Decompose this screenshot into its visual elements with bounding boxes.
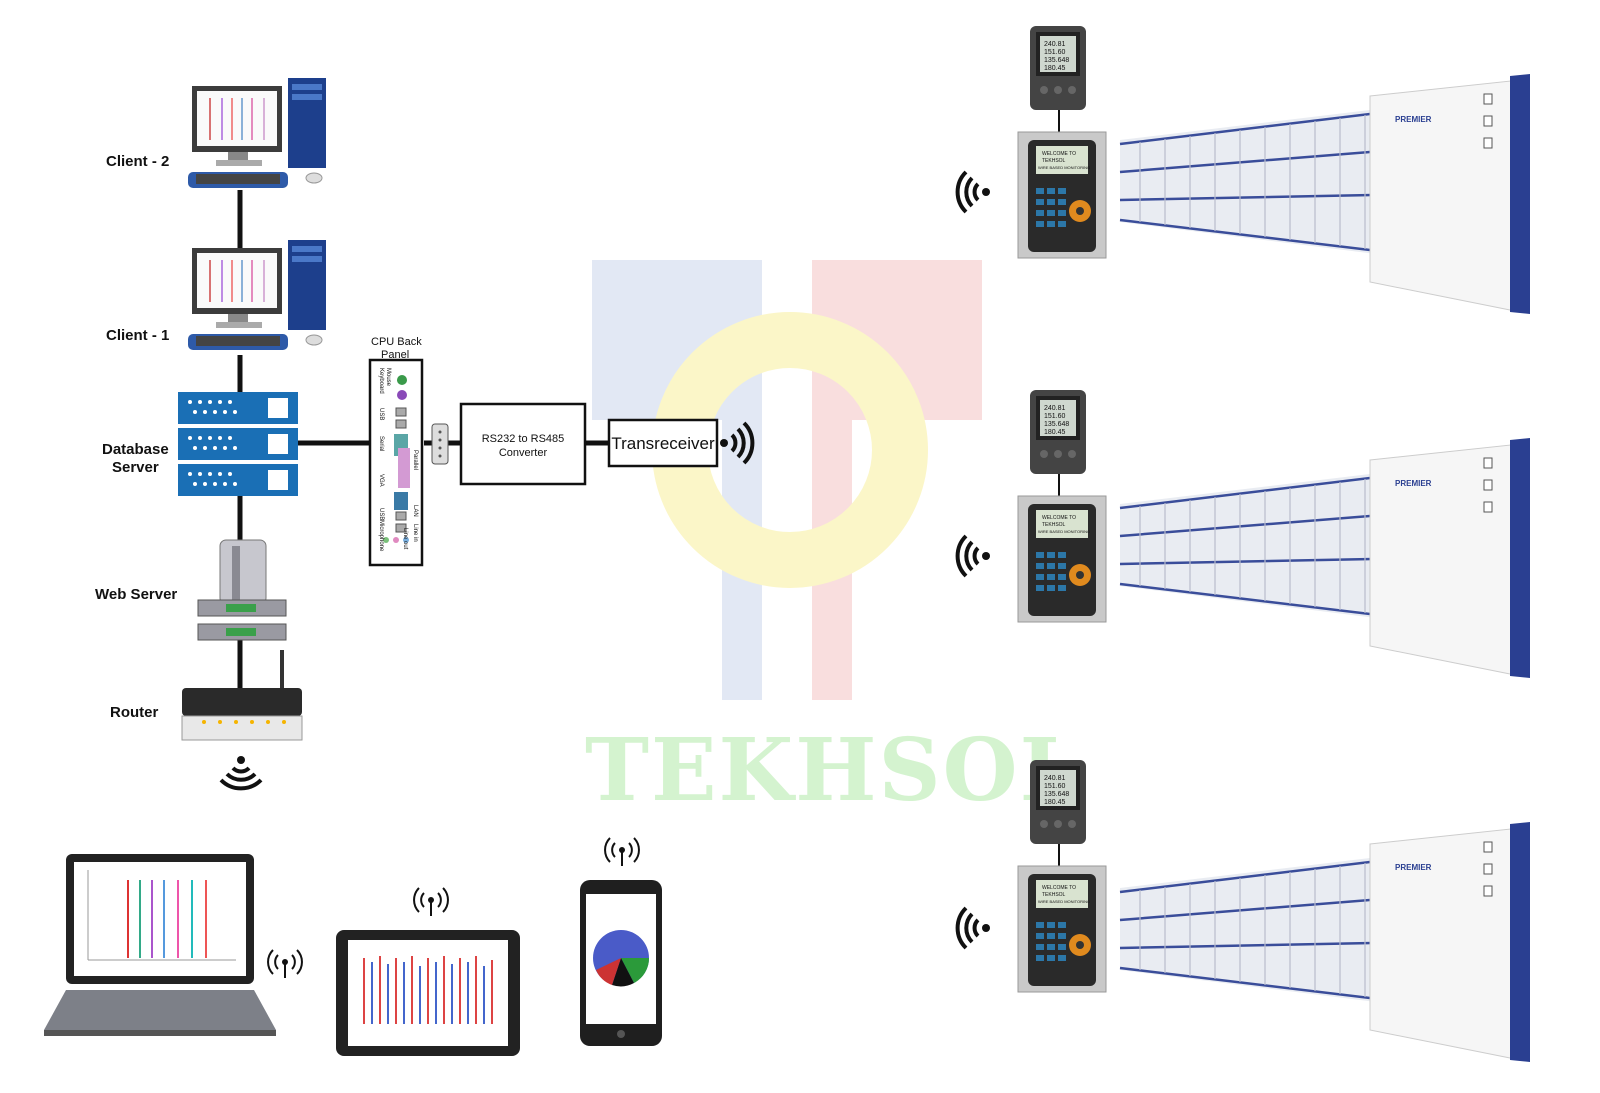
cpu-back-panel [368, 358, 424, 567]
port-line-in-label: Line in [412, 524, 418, 542]
laptop-icon [44, 854, 276, 1036]
machine-brand-1: PREMIER [1395, 115, 1432, 124]
laptop-antenna-icon [267, 949, 303, 979]
cpu-panel-label-line1: CPU Back [371, 336, 422, 348]
router-icon [181, 650, 303, 791]
client-1-computer [187, 239, 327, 351]
web-server-icon [197, 539, 287, 641]
machine-brand-3: PREMIER [1395, 863, 1432, 872]
port-usb1-label: USB [378, 408, 384, 420]
wifi-icon-3 [955, 906, 992, 950]
port-vga-label: VGA [378, 474, 384, 487]
port-keyboard-label: Keyboard [378, 368, 384, 394]
spinning-machine-3 [1118, 820, 1532, 1064]
client-2-label: Client - 2 [106, 153, 169, 170]
port-usb2-label: USB [378, 508, 384, 520]
converter-label-line2: Converter [499, 447, 548, 459]
meter-and-controller-1 [1017, 25, 1107, 259]
port-line-out-label: Line out [402, 528, 408, 550]
converter-box [459, 402, 587, 486]
spinning-machine-2 [1118, 436, 1532, 680]
client-2-computer [187, 77, 327, 189]
machine-row-2: PREMIER [955, 389, 1532, 680]
transreceiver-box [607, 418, 719, 468]
transreceiver-label: Transreceiver [611, 434, 715, 453]
converter-label-line1: RS232 to RS485 [482, 433, 565, 445]
cpu-panel-label-line2: Panel [381, 349, 409, 361]
connection-lines [237, 190, 610, 690]
database-label-line1: Database [102, 441, 169, 458]
phone-antenna-icon [604, 837, 640, 867]
port-serial-label: Serial [378, 436, 384, 451]
router-label: Router [110, 704, 158, 721]
spinning-machine-1 [1118, 72, 1532, 316]
port-mouse-label: Mouse [385, 368, 391, 387]
meter-and-controller-2 [1017, 389, 1107, 623]
machine-brand-2: PREMIER [1395, 479, 1432, 488]
meter-and-controller-3 [1017, 759, 1107, 993]
wifi-icon-2 [955, 534, 992, 578]
tablet-icon [336, 930, 520, 1056]
machine-row-3: PREMIER [955, 759, 1532, 1064]
port-parallel-label: Parallel [412, 450, 418, 470]
phone-icon [580, 880, 662, 1046]
watermark-logo: TEKHSOL [585, 260, 1082, 821]
port-microphone-label: Microphone [378, 520, 384, 552]
database-label-line2: Server [112, 459, 159, 476]
web-server-label: Web Server [95, 586, 177, 603]
tablet-antenna-icon [413, 887, 449, 917]
db9-connector-icon [431, 423, 449, 465]
database-server-icon [178, 392, 298, 496]
wifi-icon-1 [955, 170, 992, 214]
client-1-label: Client - 1 [106, 327, 169, 344]
machine-row-1: PREMIER [955, 25, 1532, 316]
watermark-text: TEKHSOL [585, 720, 1082, 821]
port-lan-label: LAN [412, 505, 418, 517]
